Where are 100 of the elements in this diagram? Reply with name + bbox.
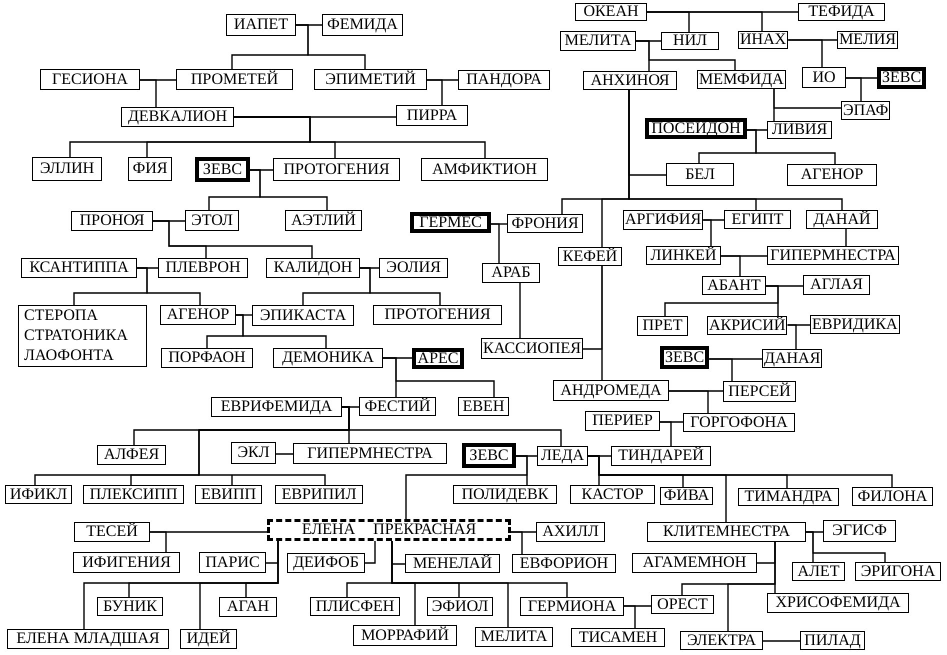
name-box: ИО (802, 67, 846, 88)
name-box: ПОЛИДЕВК (453, 485, 557, 504)
heavy-name-box: ЗЕВС (195, 157, 250, 182)
name-box: МЕНЕЛАЙ (405, 554, 500, 573)
name-box: ДЕИФОБ (287, 553, 365, 573)
name-box: КЛИТЕМНЕСТРА (647, 522, 806, 542)
name-box: АРАБ (482, 263, 540, 283)
name-box: АЛЕТ (792, 562, 845, 581)
name-box: НИЛ (661, 32, 719, 50)
connector-line (360, 267, 441, 305)
person-name: ЛАОФОНТА (24, 346, 114, 366)
connector-line (140, 79, 157, 107)
connector-line (519, 283, 521, 338)
name-box: ФИВА (660, 487, 713, 505)
name-box: ИДЕЙ (180, 629, 237, 649)
connector-line (766, 285, 779, 316)
connector-line (721, 255, 741, 276)
name-box (18, 305, 147, 367)
connector-line (198, 406, 350, 486)
connector-line (647, 11, 763, 31)
name-box: ИФИГЕНИЯ (73, 552, 180, 573)
name-box: ЭПИМЕТИЙ (314, 69, 427, 90)
name-box: ЭОЛИЯ (379, 258, 448, 278)
name-box: МЕЛИТА (560, 31, 636, 51)
name-box: ГИПЕРМНЕСТРА (293, 443, 447, 464)
connector-line (491, 223, 500, 263)
name-box: ЭЛЛИН (32, 157, 102, 181)
name-box: КАЛИДОН (266, 258, 360, 278)
name-box: ПРОТОГЕНИЯ (373, 305, 502, 325)
name-box: ПРОМЕТЕЙ (176, 69, 293, 90)
connector-line (788, 39, 823, 67)
name-box: ДАНАЙ (806, 210, 878, 229)
name-box: МЕМФИДА (697, 70, 786, 89)
name-box: ПАНДОРА (458, 70, 550, 90)
connector-line (669, 390, 709, 413)
name-box: ИАПЕТ (226, 14, 296, 36)
name-box: ОКЕАН (575, 3, 647, 21)
name-box: МЕЛИТА (475, 627, 553, 647)
name-box: ЕВРИПИЛ (275, 485, 363, 504)
name-box: ФРОНИЯ (507, 214, 583, 233)
name-box: ФЕСТИЙ (359, 397, 436, 416)
connector-line (774, 542, 776, 593)
name-box: ЭФИОЛ (427, 597, 493, 616)
name-box: АНДРОМЕДА (553, 380, 669, 401)
connector-line (234, 116, 486, 158)
dashed-name-box: ЕЛЕНА ПРЕКРАСНАЯ (267, 519, 511, 541)
name-box: ДЕВКАЛИОН (121, 107, 234, 127)
name-box: ЭГИСФ (823, 520, 896, 542)
name-box: ПРОТОГЕНИЯ (273, 158, 400, 181)
name-box: ФИЛОНА (852, 487, 933, 506)
name-box: ХРИСОФЕМИДА (767, 593, 909, 613)
connector-line (806, 531, 886, 562)
name-box: ИНАХ (738, 31, 788, 49)
connector-line (845, 229, 847, 246)
name-box: ЕЛЕНА МЛАДШАЯ (7, 629, 169, 649)
name-box: ПЛИСФЕН (310, 597, 400, 616)
connector-line (153, 220, 313, 258)
name-box: МОРРАФИЙ (353, 625, 457, 646)
connector-line (405, 455, 528, 519)
name-box: КСАНТИППА (21, 258, 137, 278)
name-box: МЕЛИЯ (837, 31, 898, 49)
name-box: КЕФЕЙ (558, 247, 622, 266)
connector-line (624, 605, 636, 628)
name-box: ПРЕТ (637, 316, 688, 336)
name-box: ГОРГОФОНА (683, 413, 795, 432)
connector-line (391, 541, 568, 597)
heavy-name-box: ГЕРМЕС (410, 212, 491, 233)
name-box: ПИЛАД (800, 631, 865, 650)
connector-line (250, 169, 328, 210)
name-box: ПЕРИЕР (585, 411, 660, 431)
name-box: ЕВРИДИКА (810, 315, 900, 334)
name-box: ЕВФОРИОН (512, 554, 616, 573)
name-box: ЕГИПТ (724, 210, 791, 229)
connector-line (660, 421, 672, 446)
name-box: ФЕМИДА (322, 14, 403, 36)
connector-line (150, 531, 167, 552)
connector-line (747, 129, 836, 164)
connector-line (846, 77, 862, 101)
name-box: ОРЕСТ (651, 595, 714, 614)
name-box: ДАНАЯ (762, 349, 822, 368)
name-box: ЭПИКАСТА (252, 305, 354, 326)
heavy-name-box: ЗЕВС (660, 346, 710, 369)
name-box: ГИПЕРМНЕСТРА (767, 246, 899, 265)
name-box: ПЛЕКСИПП (83, 485, 184, 504)
name-box: БУНИК (97, 597, 163, 616)
connector-line (628, 90, 843, 210)
name-box: КАСТОР (570, 485, 655, 504)
name-box: АРГИФИЯ (623, 210, 704, 230)
connector-line (383, 357, 495, 397)
name-box: АГАМЕМНОН (632, 553, 757, 573)
name-box: ЛЕДА (537, 446, 588, 466)
name-box: ПРОНОЯ (71, 211, 153, 231)
heavy-name-box: АРЕС (412, 348, 464, 369)
connector-line (245, 541, 279, 597)
name-box: АКРИСИЙ (707, 316, 788, 335)
name-box: АМФИКТИОН (421, 158, 548, 181)
name-box: ЭЛЕКТРА (680, 631, 763, 650)
person-name: СТЕРОПА (24, 306, 98, 326)
name-box: АГЛАЯ (803, 275, 870, 295)
connector-line (773, 89, 775, 121)
